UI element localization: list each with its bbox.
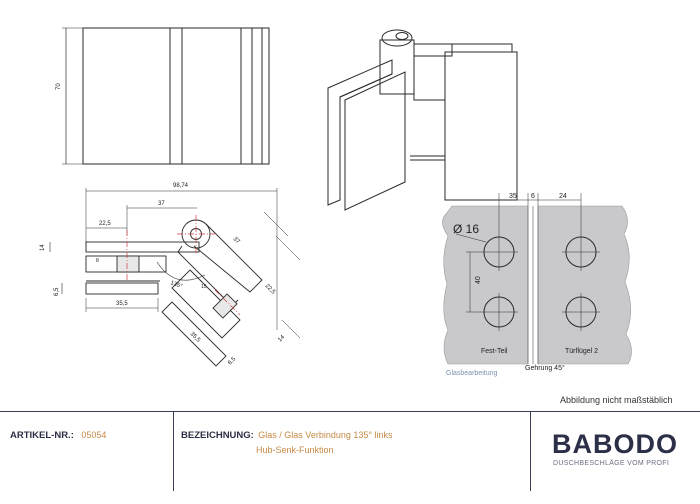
brand-logo: BABODO bbox=[552, 429, 678, 459]
dim-14-diag: 14 bbox=[277, 334, 286, 343]
designation-label: BEZEICHNUNG: bbox=[181, 430, 254, 441]
dim-6-5-left: 6,5 bbox=[54, 287, 60, 296]
dim-22-5: 22,5 bbox=[99, 221, 111, 227]
dim-angle-135: 135° bbox=[169, 280, 183, 290]
technical-drawing: 70 bbox=[40, 27, 632, 377]
dim-35-5-diag: 35,5 bbox=[189, 331, 202, 344]
dim-8: 8 bbox=[96, 258, 99, 264]
designation-line2: Hub-Senk-Funktion bbox=[256, 445, 334, 455]
dim-22-5-diag: 22,5 bbox=[264, 283, 277, 296]
dim-6-5-diag: 6,5 bbox=[227, 356, 238, 367]
title-block: ARTIKEL-NR.: 05054 BEZEICHNUNG: Glas / G… bbox=[0, 411, 700, 491]
designation-line1: Glas / Glas Verbindung 135° links bbox=[258, 430, 393, 440]
front-view bbox=[62, 27, 270, 165]
dim-37-diag: 37 bbox=[232, 236, 241, 245]
glass-dim-35: 35 bbox=[509, 193, 517, 200]
dim-height-70: 70 bbox=[56, 83, 62, 90]
dim-37-top: 37 bbox=[158, 201, 165, 207]
dim-15: 15 bbox=[201, 284, 207, 290]
glass-miter-label: Gehrung 45° bbox=[525, 364, 565, 372]
article-label: ARTIKEL-NR.: bbox=[10, 430, 74, 441]
scale-note: Abbildung nicht maßstäblich bbox=[560, 395, 673, 405]
isometric-view bbox=[327, 29, 518, 211]
dim-14-left: 14 bbox=[40, 244, 46, 251]
glass-hole-diameter: Ø 16 bbox=[453, 222, 479, 236]
dim-35-5: 35,5 bbox=[116, 301, 128, 307]
dim-98-74: 98,74 bbox=[173, 183, 189, 189]
glass-dim-6: 6 bbox=[531, 193, 535, 200]
brand-tagline: DUSCHBESCHLÄGE VOM PROFI bbox=[553, 460, 670, 467]
divider-1 bbox=[173, 412, 174, 491]
article-value: 05054 bbox=[81, 430, 107, 440]
glass-door-label: Türflügel 2 bbox=[565, 348, 598, 355]
glass-dim-40: 40 bbox=[475, 276, 482, 284]
glass-processing-view bbox=[442, 193, 632, 365]
designation-cell: BEZEICHNUNG: Glas / Glas Verbindung 135°… bbox=[181, 425, 521, 504]
center-lines bbox=[126, 215, 241, 316]
glass-processing-label: Glasbearbeitung bbox=[446, 370, 497, 377]
glass-fixed-label: Fest-Teil bbox=[481, 348, 508, 355]
divider-2 bbox=[530, 412, 531, 491]
glass-dim-24: 24 bbox=[559, 193, 567, 200]
top-view bbox=[49, 188, 301, 367]
article-cell: ARTIKEL-NR.: 05054 bbox=[10, 425, 106, 504]
